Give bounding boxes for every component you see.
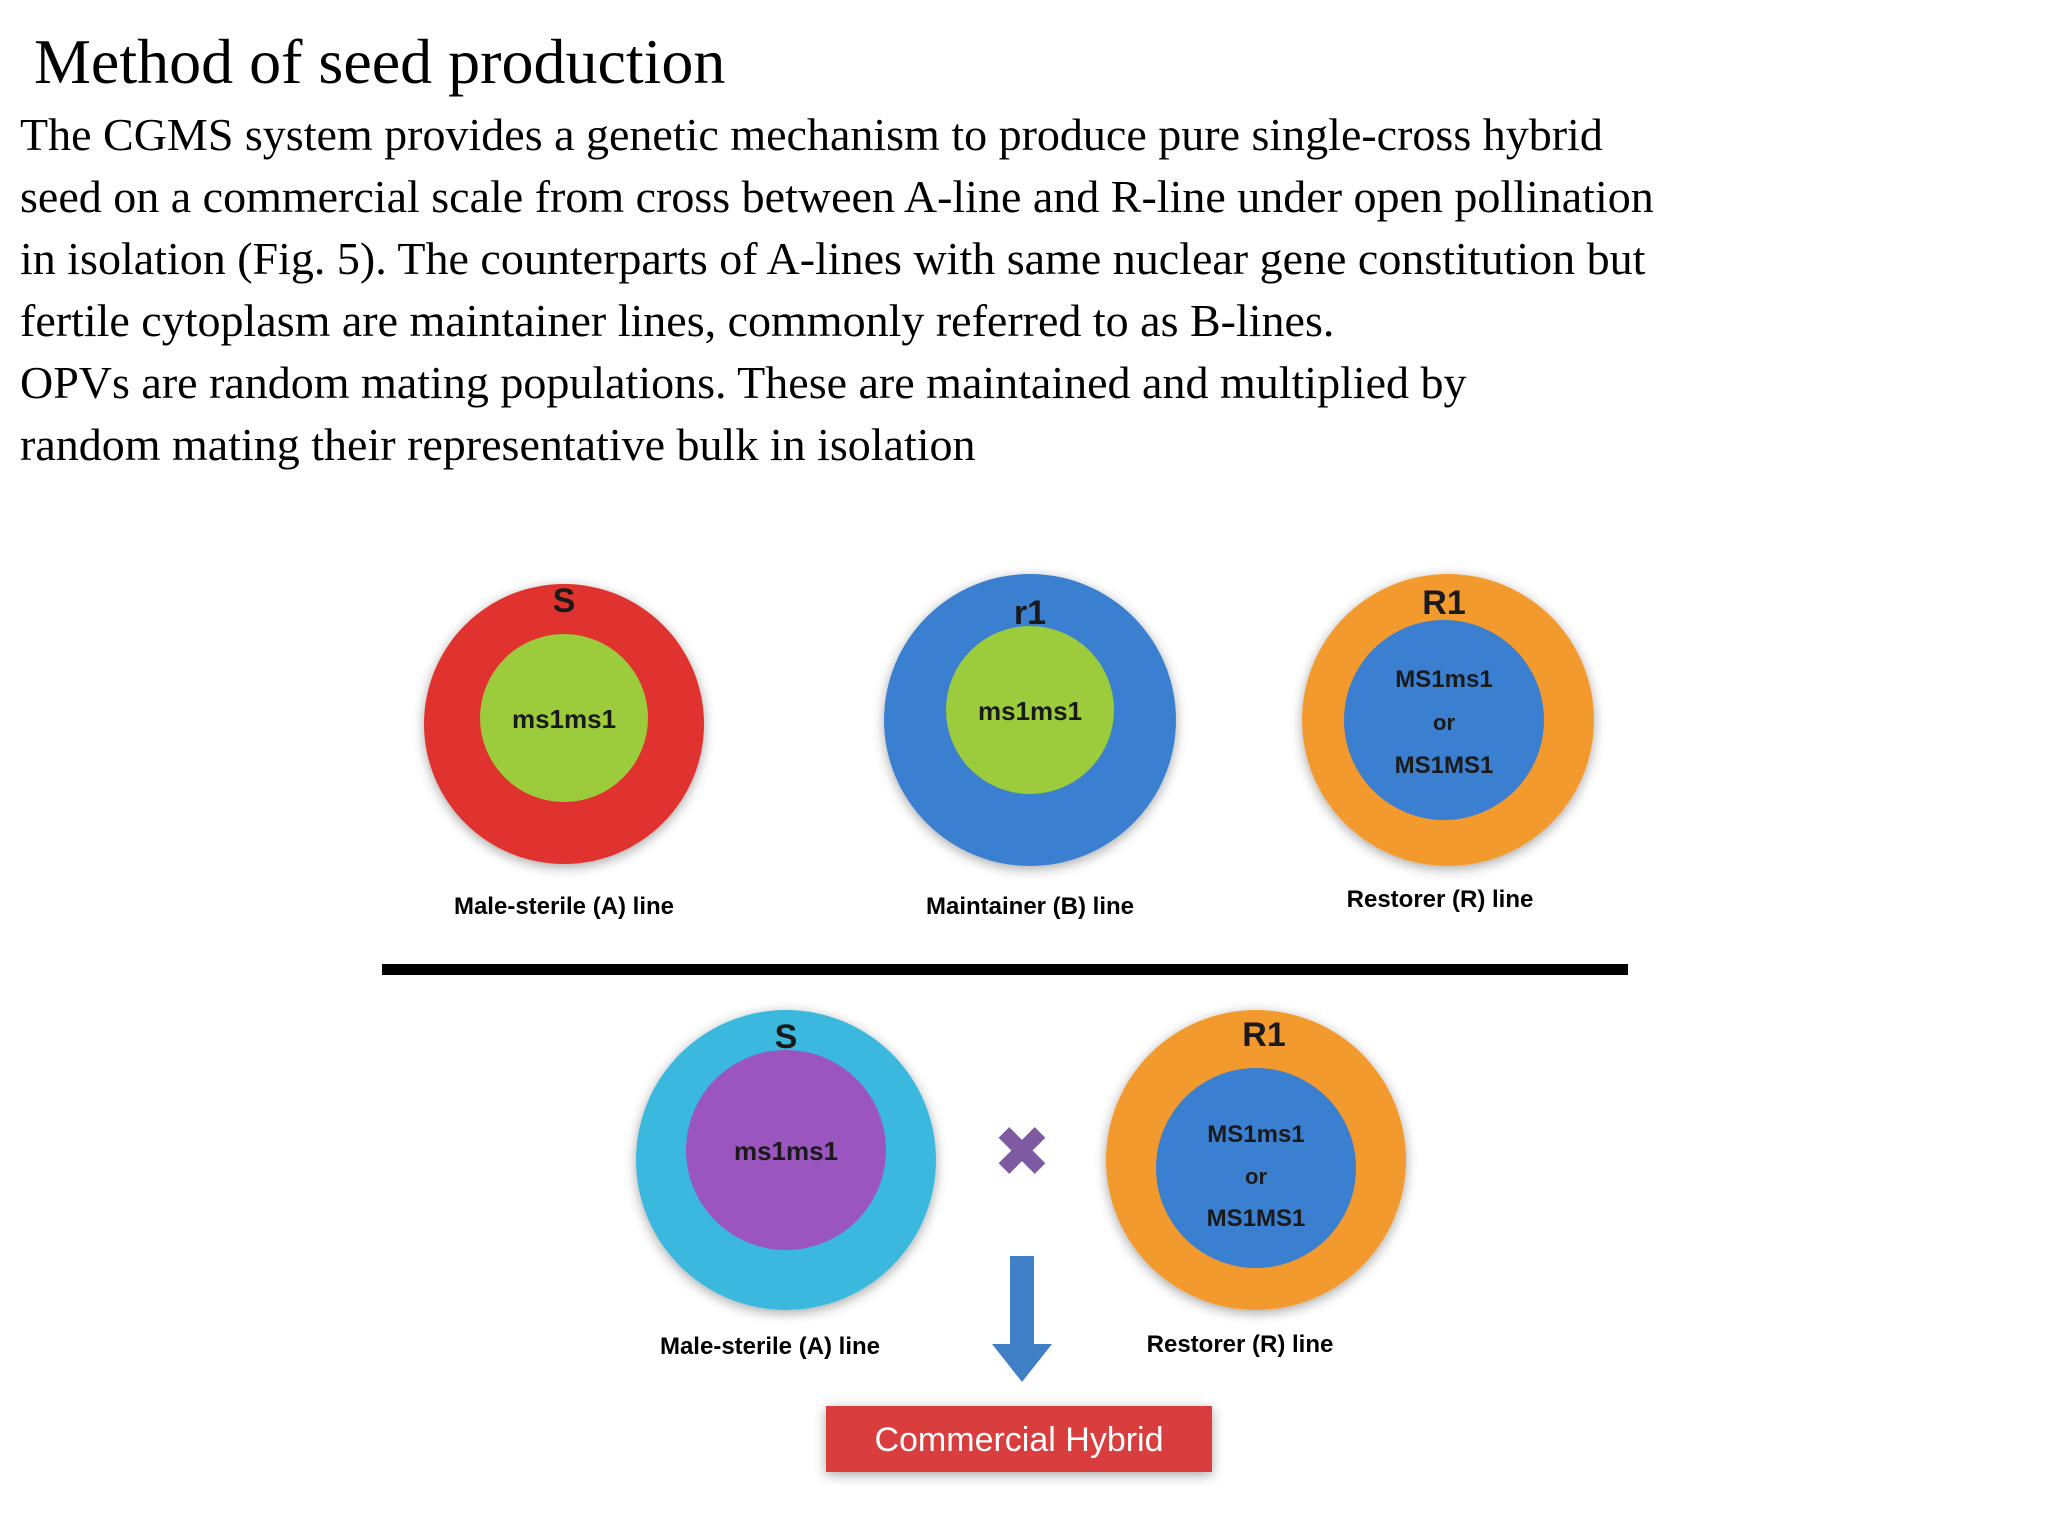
cross-r-line-label: Restorer (R) line (1147, 1331, 1334, 1358)
body-line: OPVs are random mating populations. Thes… (20, 357, 1467, 408)
down-arrow-icon (992, 1256, 1052, 1382)
commercial-hybrid-label: Commercial Hybrid (874, 1421, 1163, 1459)
commercial-hybrid-background (826, 1406, 1212, 1472)
cross-a-line-nucleus (686, 1050, 886, 1250)
b-line-genotype: ms1ms1 (978, 696, 1082, 726)
cross-a-line-label: Male-sterile (A) line (660, 1333, 880, 1360)
cross-r-line-group: R1 MS1ms1 or MS1MS1 Restorer (R) line (1106, 1010, 1406, 1358)
a-line-cytoplasm-label: S (553, 582, 576, 620)
r-line-genotype: MS1ms1 (1395, 666, 1492, 693)
down-arrow-shaft (1010, 1256, 1034, 1350)
r-line-group: R1 MS1ms1 or MS1MS1 Restorer (R) line (1302, 574, 1594, 913)
b-line-cytoplasm-label: r1 (1014, 594, 1046, 632)
r-line-genotype-alt: MS1MS1 (1395, 752, 1494, 779)
a-line-genotype: ms1ms1 (512, 704, 616, 734)
cross-r-line-genotype-alt: MS1MS1 (1207, 1205, 1306, 1232)
body-line: seed on a commercial scale from cross be… (20, 171, 1654, 222)
cross-r-line-genotype: MS1ms1 (1207, 1121, 1304, 1148)
a-line-group: S ms1ms1 Male-sterile (A) line (424, 582, 704, 920)
divider-line (382, 964, 1628, 975)
body-line: in isolation (Fig. 5). The counterparts … (20, 233, 1646, 284)
r-line-nucleus (1344, 620, 1544, 820)
commercial-hybrid-box: Commercial Hybrid (826, 1406, 1212, 1472)
r-line-cytoplasm-label: R1 (1422, 584, 1465, 622)
down-arrow-head (992, 1344, 1052, 1382)
cross-r-line-cytoplasm-label: R1 (1242, 1016, 1285, 1054)
a-line-label: Male-sterile (A) line (454, 893, 674, 920)
body-line: random mating their representative bulk … (20, 419, 976, 470)
slide-title: Method of seed production (34, 26, 726, 97)
cross-a-line-cytoplasm-label: S (775, 1018, 798, 1056)
body-line: The CGMS system provides a genetic mecha… (20, 109, 1603, 160)
cross-icon: ✖ (993, 1113, 1052, 1191)
r-line-label: Restorer (R) line (1347, 886, 1534, 913)
cross-r-line-genotype-or: or (1245, 1164, 1267, 1189)
b-line-nucleus (946, 626, 1114, 794)
b-line-label: Maintainer (B) line (926, 893, 1134, 920)
cross-a-line-group: S ms1ms1 Male-sterile (A) line (636, 1010, 936, 1360)
body-line: fertile cytoplasm are maintainer lines, … (20, 295, 1335, 346)
b-line-group: r1 ms1ms1 Maintainer (B) line (884, 574, 1176, 920)
cross-r-line-nucleus (1156, 1068, 1356, 1268)
slide-body: The CGMS system provides a genetic mecha… (20, 104, 2010, 476)
r-line-genotype-or: or (1433, 710, 1455, 735)
cross-a-line-genotype: ms1ms1 (734, 1136, 838, 1166)
a-line-nucleus (480, 634, 648, 802)
